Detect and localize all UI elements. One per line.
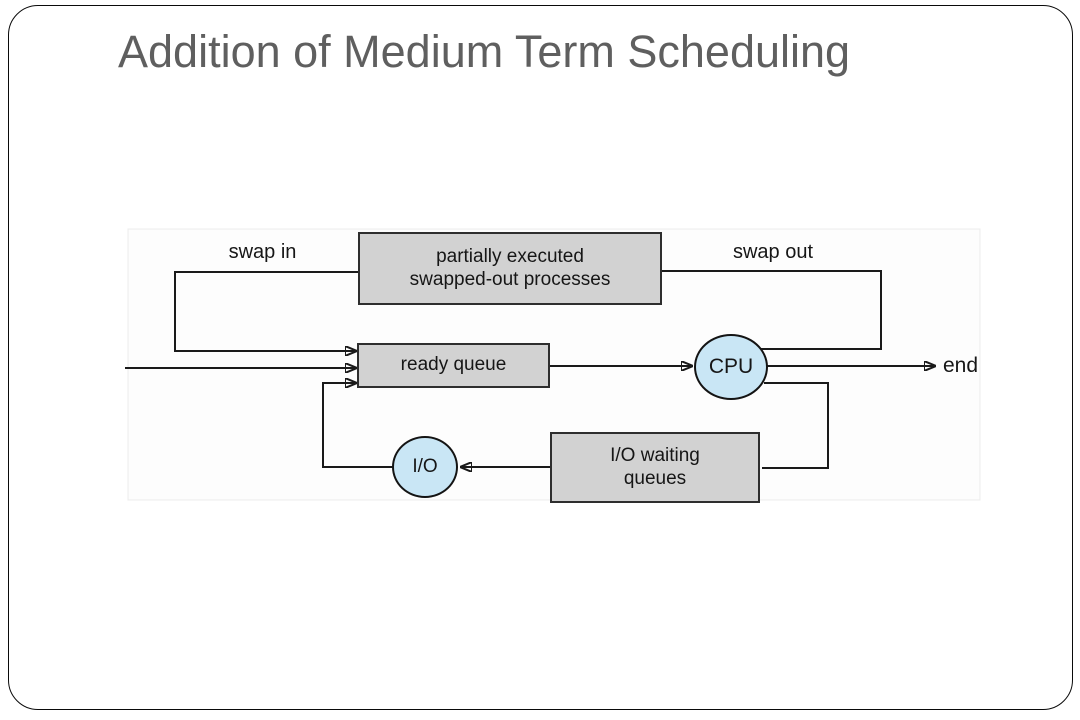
node-cpu: CPU: [694, 334, 768, 400]
node-label: CPU: [708, 354, 754, 378]
label-swap-in: swap in: [228, 241, 297, 263]
edge-cpu-to-ioqueues: [762, 382, 829, 469]
label-end: end: [943, 354, 979, 377]
page-title: Addition of Medium Term Scheduling: [118, 26, 851, 77]
node-label: ready queue: [400, 354, 507, 376]
node-io-device: I/O: [392, 436, 458, 498]
node-swapped-out-processes: partially executed swapped-out processes: [358, 232, 662, 305]
node-label-line: partially executed: [436, 246, 584, 268]
node-io-waiting-queues: I/O waiting queues: [550, 432, 760, 503]
edge-io-to-ready: [322, 383, 393, 468]
edge-swap-out: [662, 270, 882, 350]
edge-swap-in: [174, 271, 358, 351]
node-label: I/O: [412, 455, 438, 477]
slide-border: [8, 5, 1073, 710]
node-label-line: swapped-out processes: [409, 268, 611, 290]
node-ready-queue: ready queue: [357, 343, 550, 388]
label-swap-out: swap out: [732, 241, 814, 263]
node-label-line: queues: [623, 467, 687, 489]
node-label-line: I/O waiting: [610, 445, 700, 467]
